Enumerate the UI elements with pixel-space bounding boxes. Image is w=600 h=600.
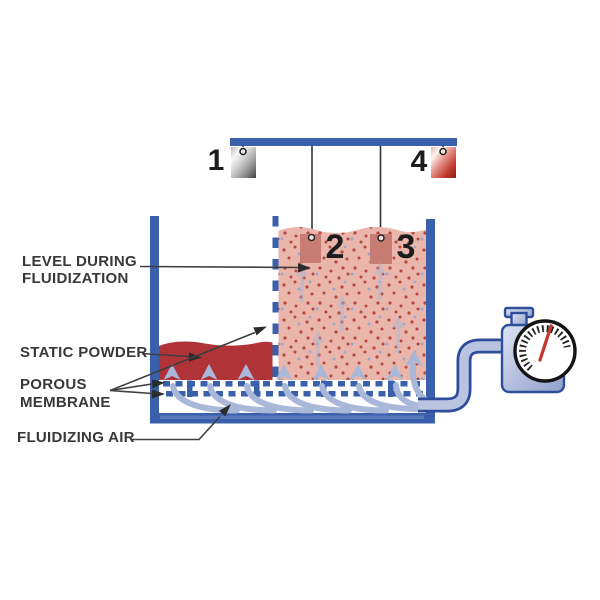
fluidizing-air-leader-line (132, 415, 221, 441)
marker-sample-4: 4 (410, 145, 428, 178)
label-level-during-fluidization: LEVEL DURING FLUIDIZATION (22, 253, 138, 287)
pressure-gauge (500, 306, 577, 394)
membrane-arrowhead-3 (253, 326, 267, 336)
sample-2-ring (307, 233, 316, 242)
sample-4-ring (439, 147, 447, 156)
membrane-arrowhead-2 (152, 389, 165, 399)
membrane-arrowhead-1 (152, 379, 165, 389)
marker-sample-3: 3 (396, 228, 416, 266)
sample-1-ring (239, 147, 247, 156)
fluidizing-air-arrowhead (219, 404, 231, 417)
level-arrowhead (298, 263, 311, 273)
air-supply-pipe (418, 338, 505, 413)
tank-right-wall (426, 219, 435, 423)
marker-sample-2: 2 (325, 228, 345, 266)
gauge-tick-marks (519, 325, 571, 371)
fluidizing-air-arrows (163, 350, 428, 414)
marker-sample-1: 1 (207, 144, 225, 177)
sample-3-ring (377, 234, 385, 242)
membrane-leader-1 (109, 383, 153, 392)
fluidized-powder-dots (278, 226, 426, 380)
label-static-powder: STATIC POWDER (20, 344, 148, 361)
label-fluidizing-air: FLUIDIZING AIR (17, 429, 135, 446)
sample-2-box (300, 234, 321, 263)
tank-bottom-highlight (160, 415, 424, 419)
tank-left-wall (150, 216, 159, 423)
hanger-bar (230, 138, 457, 146)
sample-3-box (370, 234, 392, 264)
static-powder-leader-line (141, 352, 190, 358)
tank (150, 216, 435, 424)
gauge-needle (538, 324, 553, 362)
membrane-leader-3 (109, 331, 256, 392)
level-leader-line (139, 265, 299, 269)
label-porous-membrane: POROUS MEMBRANE (20, 376, 111, 411)
membrane-leader-2 (109, 389, 153, 395)
label-leaders (109, 263, 311, 441)
